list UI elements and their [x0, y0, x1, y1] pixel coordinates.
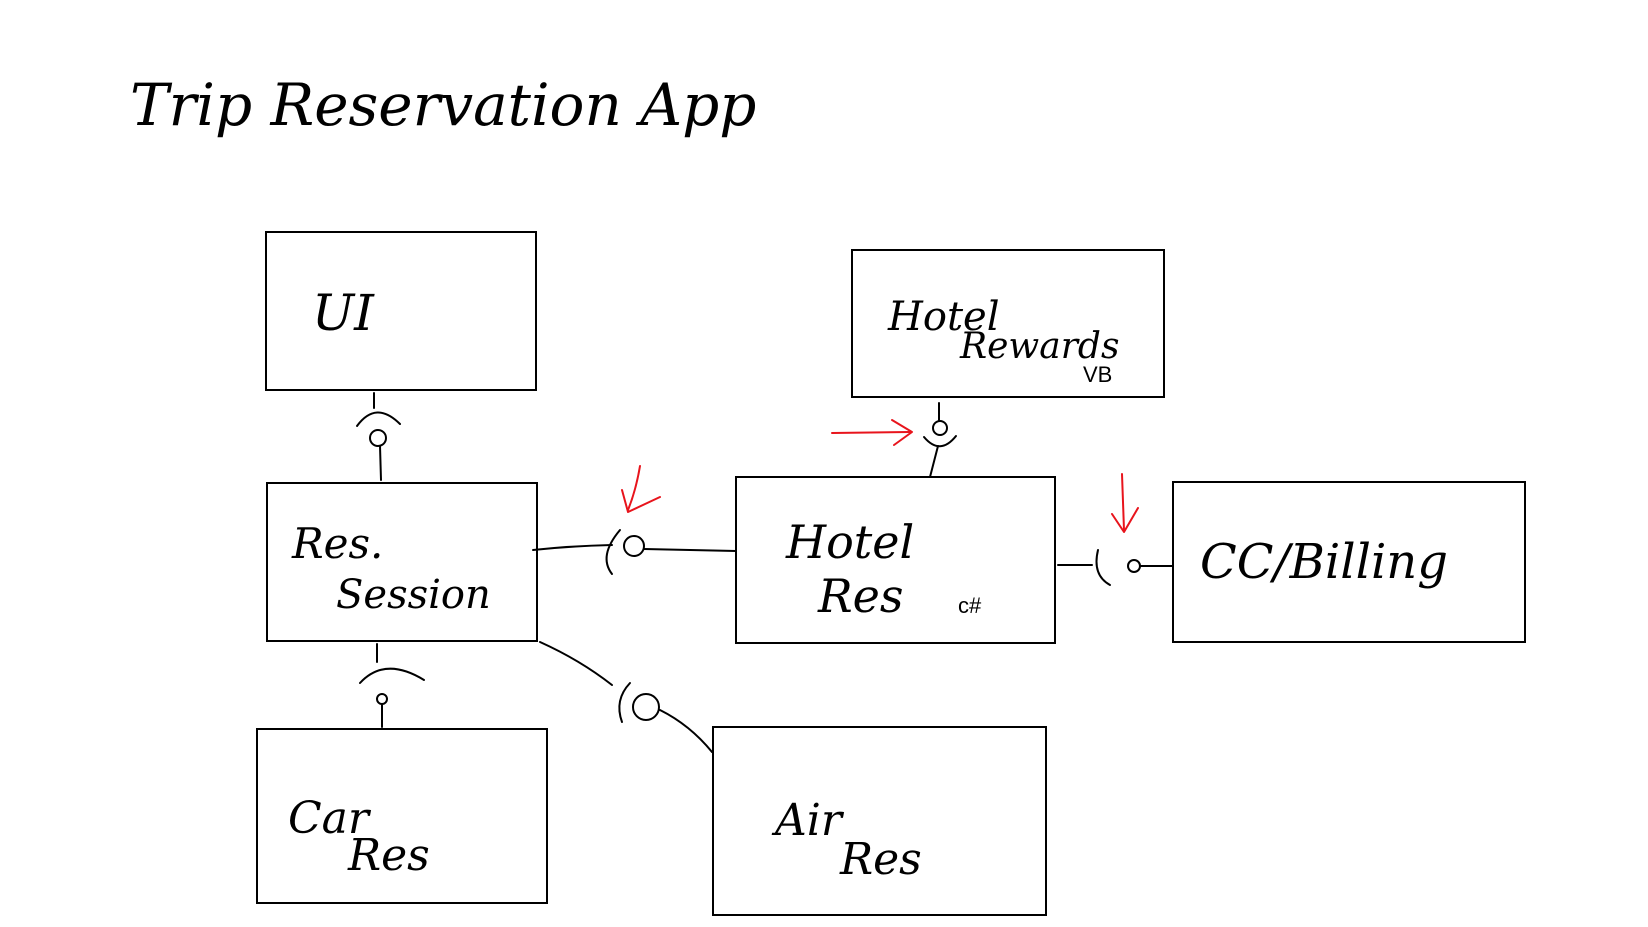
rewards-hotel-interface [923, 402, 957, 478]
hotel-rewards-component: Hotel Rewards VB [851, 249, 1165, 398]
rewards-socket-icon [923, 435, 957, 448]
rewards-socket-stem [929, 445, 939, 478]
cc-billing-label: CC/Billing [1200, 534, 1448, 590]
car-socket-icon [359, 667, 425, 684]
arrow-down-icon [1111, 473, 1139, 533]
air-res-box [712, 726, 1047, 916]
air-socket-icon [618, 682, 631, 723]
session-car-interface [359, 643, 425, 728]
res-session-label-line1: Res. [291, 519, 383, 568]
ui-ball-stem [379, 445, 382, 481]
hotel-rewards-box [851, 249, 1165, 398]
rewards-ball-icon [932, 420, 948, 436]
cc-billing-component: CC/Billing [1172, 481, 1526, 643]
arrow-right-icon [831, 419, 913, 446]
air-res-component: Air Res [712, 726, 1047, 916]
air-res-label-line2: Res [839, 834, 922, 885]
hotel-res-tech-tag: c# [958, 593, 982, 618]
car-res-component: Car Res [256, 728, 548, 904]
air-ball-line [659, 709, 713, 753]
billing-socket-icon [1095, 549, 1111, 586]
hotel-res-box [735, 476, 1056, 644]
hotel-res-label-line2: Res [817, 569, 903, 623]
hotel-ball-line [643, 548, 737, 552]
hotel-socket-icon [605, 529, 621, 575]
ui-box [265, 231, 537, 391]
hotel-rewards-tech-tag: VB [1083, 362, 1112, 387]
cc-billing-box [1172, 481, 1526, 643]
hotel-rewards-label-line2: Rewards [959, 326, 1119, 367]
hotel-socket-line [532, 544, 613, 551]
hotel-res-label-line1: Hotel [785, 515, 914, 569]
car-res-label-line1: Car [288, 793, 372, 844]
res-session-label-line2: Session [336, 572, 491, 618]
ui-session-interface [356, 392, 401, 481]
air-socket-line [539, 641, 613, 686]
car-res-label-line2: Res [347, 830, 430, 881]
res-session-box [266, 482, 538, 642]
air-ball-icon [632, 693, 660, 721]
hotel-res-component: Hotel Res c# [735, 476, 1056, 644]
session-hotel-interface [532, 529, 737, 575]
air-res-label-line1: Air [771, 795, 845, 846]
car-ball-icon [376, 693, 388, 705]
session-air-interface [539, 641, 713, 753]
arrow-down-icon [621, 465, 661, 513]
diagram-title: Trip Reservation App [130, 71, 756, 139]
ui-label: UI [312, 284, 375, 342]
res-session-component: Res. Session [266, 482, 538, 642]
hotel-rewards-label-line1: Hotel [887, 294, 1000, 340]
annotation-arrows [621, 419, 1139, 533]
ui-ball-icon [369, 429, 387, 447]
hotel-billing-interface [1057, 549, 1174, 586]
car-res-box [256, 728, 548, 904]
ui-socket-icon [356, 411, 401, 427]
hotel-ball-icon [623, 535, 645, 557]
ui-component: UI [265, 231, 537, 391]
billing-ball-icon [1127, 559, 1141, 573]
